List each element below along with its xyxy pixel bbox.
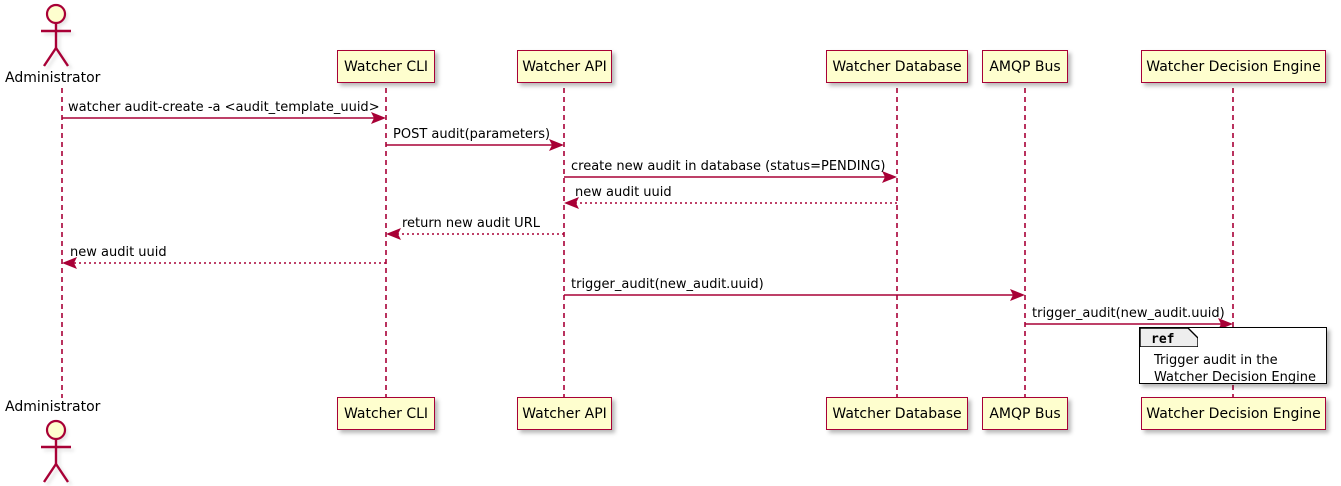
- participant-label: AMQP Bus: [989, 58, 1061, 75]
- actor-label-bottom: Administrator: [5, 399, 101, 415]
- message-arrow-0: [62, 112, 386, 124]
- message-label-7: trigger_audit(new_audit.uuid): [1032, 306, 1225, 321]
- participant-label: Watcher Database: [832, 58, 962, 75]
- message-label-6: trigger_audit(new_audit.uuid): [571, 277, 764, 292]
- message-label-2: create new audit in database (status=PEN…: [571, 159, 886, 174]
- participant-box-top-watcher-api[interactable]: Watcher API: [517, 50, 612, 83]
- participant-label: Watcher CLI: [343, 58, 429, 75]
- message-arrow-6: [564, 289, 1025, 301]
- participant-box-top-watcher-decision-engine[interactable]: Watcher Decision Engine: [1141, 50, 1326, 83]
- participant-box-bottom-watcher-api[interactable]: Watcher API: [517, 397, 612, 430]
- actor-icon-bottom: [41, 419, 74, 486]
- participant-label: Watcher CLI: [343, 405, 429, 422]
- participant-label: Watcher Decision Engine: [1146, 58, 1321, 75]
- ref-tab-shape: [1140, 328, 1198, 347]
- participant-box-bottom-watcher-cli[interactable]: Watcher CLI: [337, 397, 435, 430]
- message-arrow-4: [386, 228, 564, 240]
- message-label-4: return new audit URL: [402, 216, 540, 231]
- message-arrow-1: [386, 139, 564, 151]
- ref-body-line-2: Watcher Decision Engine: [1154, 370, 1316, 385]
- participant-label: Watcher API: [522, 58, 607, 75]
- lifelines: [61, 88, 1234, 398]
- message-label-3: new audit uuid: [575, 185, 672, 200]
- message-arrow-2: [564, 171, 897, 183]
- participant-box-bottom-watcher-decision-engine[interactable]: Watcher Decision Engine: [1141, 397, 1326, 430]
- participant-box-bottom-amqp-bus[interactable]: AMQP Bus: [982, 397, 1068, 430]
- actor-label-top: Administrator: [5, 70, 101, 86]
- participant-box-top-watcher-cli[interactable]: Watcher CLI: [337, 50, 435, 83]
- message-label-1: POST audit(parameters): [393, 127, 551, 142]
- participant-label: Watcher Database: [832, 405, 962, 422]
- message-label-0: watcher audit-create -a <audit_template_…: [68, 100, 380, 115]
- participant-box-bottom-watcher-database[interactable]: Watcher Database: [826, 397, 968, 430]
- actor-icon-top: [41, 3, 74, 70]
- ref-body-line-1: Trigger audit in the: [1154, 353, 1278, 368]
- ref-tag-label: ref: [1151, 332, 1175, 347]
- ref-fragment-box: ref Trigger audit in the Watcher Decisio…: [1139, 327, 1327, 385]
- message-label-5: new audit uuid: [70, 245, 167, 260]
- participant-box-top-watcher-database[interactable]: Watcher Database: [826, 50, 968, 83]
- message-arrow-3: [564, 197, 897, 209]
- message-arrow-5: [62, 257, 386, 269]
- participant-box-top-amqp-bus[interactable]: AMQP Bus: [982, 50, 1068, 83]
- participant-label: Watcher Decision Engine: [1146, 405, 1321, 422]
- participant-label: AMQP Bus: [989, 405, 1061, 422]
- participant-label: Watcher API: [522, 405, 607, 422]
